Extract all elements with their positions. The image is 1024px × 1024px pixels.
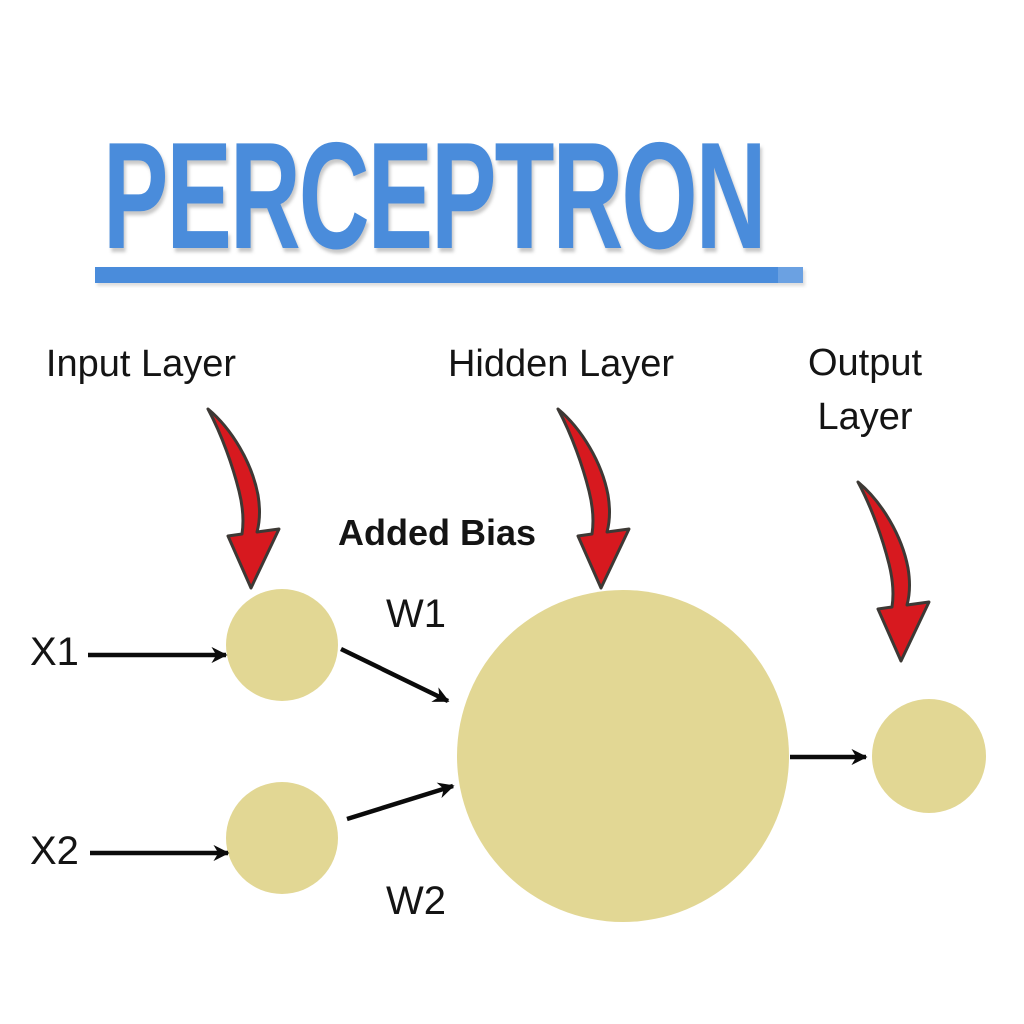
edge-input1-to-hidden-w1 <box>340 646 450 704</box>
hidden-layer-label: Hidden Layer <box>447 343 675 385</box>
output-layer-label: Output Layer <box>780 336 950 444</box>
output-layer-label-line2: Layer <box>817 396 913 438</box>
edge-input2-to-hidden-w2 <box>346 782 455 822</box>
input-layer-label: Input Layer <box>45 343 237 385</box>
added-bias-label: Added Bias <box>338 512 537 553</box>
input-node-1 <box>226 589 338 701</box>
x1-input-label: X1 <box>30 630 79 674</box>
hidden-node <box>457 590 789 922</box>
output-layer-label-line1: Output <box>807 342 923 384</box>
input-layer-pointer-arrow-icon <box>206 407 281 590</box>
hidden-layer-pointer-arrow-icon <box>556 407 631 590</box>
page-title: PERCEPTRON <box>103 111 767 281</box>
input-node-2 <box>226 782 338 894</box>
x2-input-label: X2 <box>30 829 79 873</box>
w1-weight-label: W1 <box>386 592 446 636</box>
title-underline <box>95 267 803 283</box>
w2-weight-label: W2 <box>386 879 446 923</box>
output-node <box>872 699 986 813</box>
output-layer-pointer-arrow-icon <box>856 480 931 663</box>
